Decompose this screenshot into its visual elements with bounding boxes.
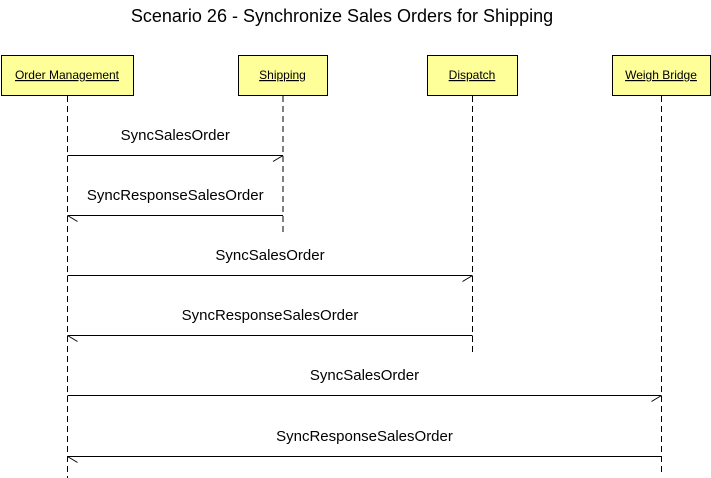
message-4: SyncResponseSalesOrder [67, 307, 473, 342]
participant-label: Weigh Bridge [625, 68, 697, 82]
message-5: SyncSalesOrder [67, 367, 662, 402]
participant-box [1, 55, 134, 96]
message-label: SyncSalesOrder [121, 127, 230, 144]
arrowhead-icon [462, 275, 473, 282]
arrowhead-icon [67, 215, 78, 222]
message-3: SyncSalesOrder [67, 247, 473, 282]
participant-label: Dispatch [449, 68, 496, 82]
arrowhead-icon [272, 155, 284, 162]
message-label: SyncResponseSalesOrder [87, 187, 264, 204]
message-1: SyncSalesOrder [67, 127, 284, 162]
participant-box [427, 55, 518, 96]
participant-order-management: Order Management [1, 55, 134, 96]
arrowhead-icon [651, 395, 662, 402]
participant-label: Order Management [15, 68, 120, 82]
participant-dispatch: Dispatch [427, 55, 518, 96]
participant-box [238, 55, 328, 96]
participant-shipping: Shipping [238, 55, 328, 96]
message-label: SyncSalesOrder [310, 367, 419, 384]
message-label: SyncResponseSalesOrder [182, 307, 359, 324]
message-6: SyncResponseSalesOrder [67, 428, 662, 463]
message-label: SyncResponseSalesOrder [276, 428, 453, 445]
arrowhead-icon [67, 335, 78, 342]
diagram-title: Scenario 26 - Synchronize Sales Orders f… [130, 6, 554, 26]
participant-label: Shipping [259, 68, 306, 82]
participant-weigh-bridge: Weigh Bridge [612, 55, 711, 96]
message-2: SyncResponseSalesOrder [67, 187, 283, 222]
message-label: SyncSalesOrder [215, 247, 324, 264]
arrowhead-icon [67, 456, 78, 463]
